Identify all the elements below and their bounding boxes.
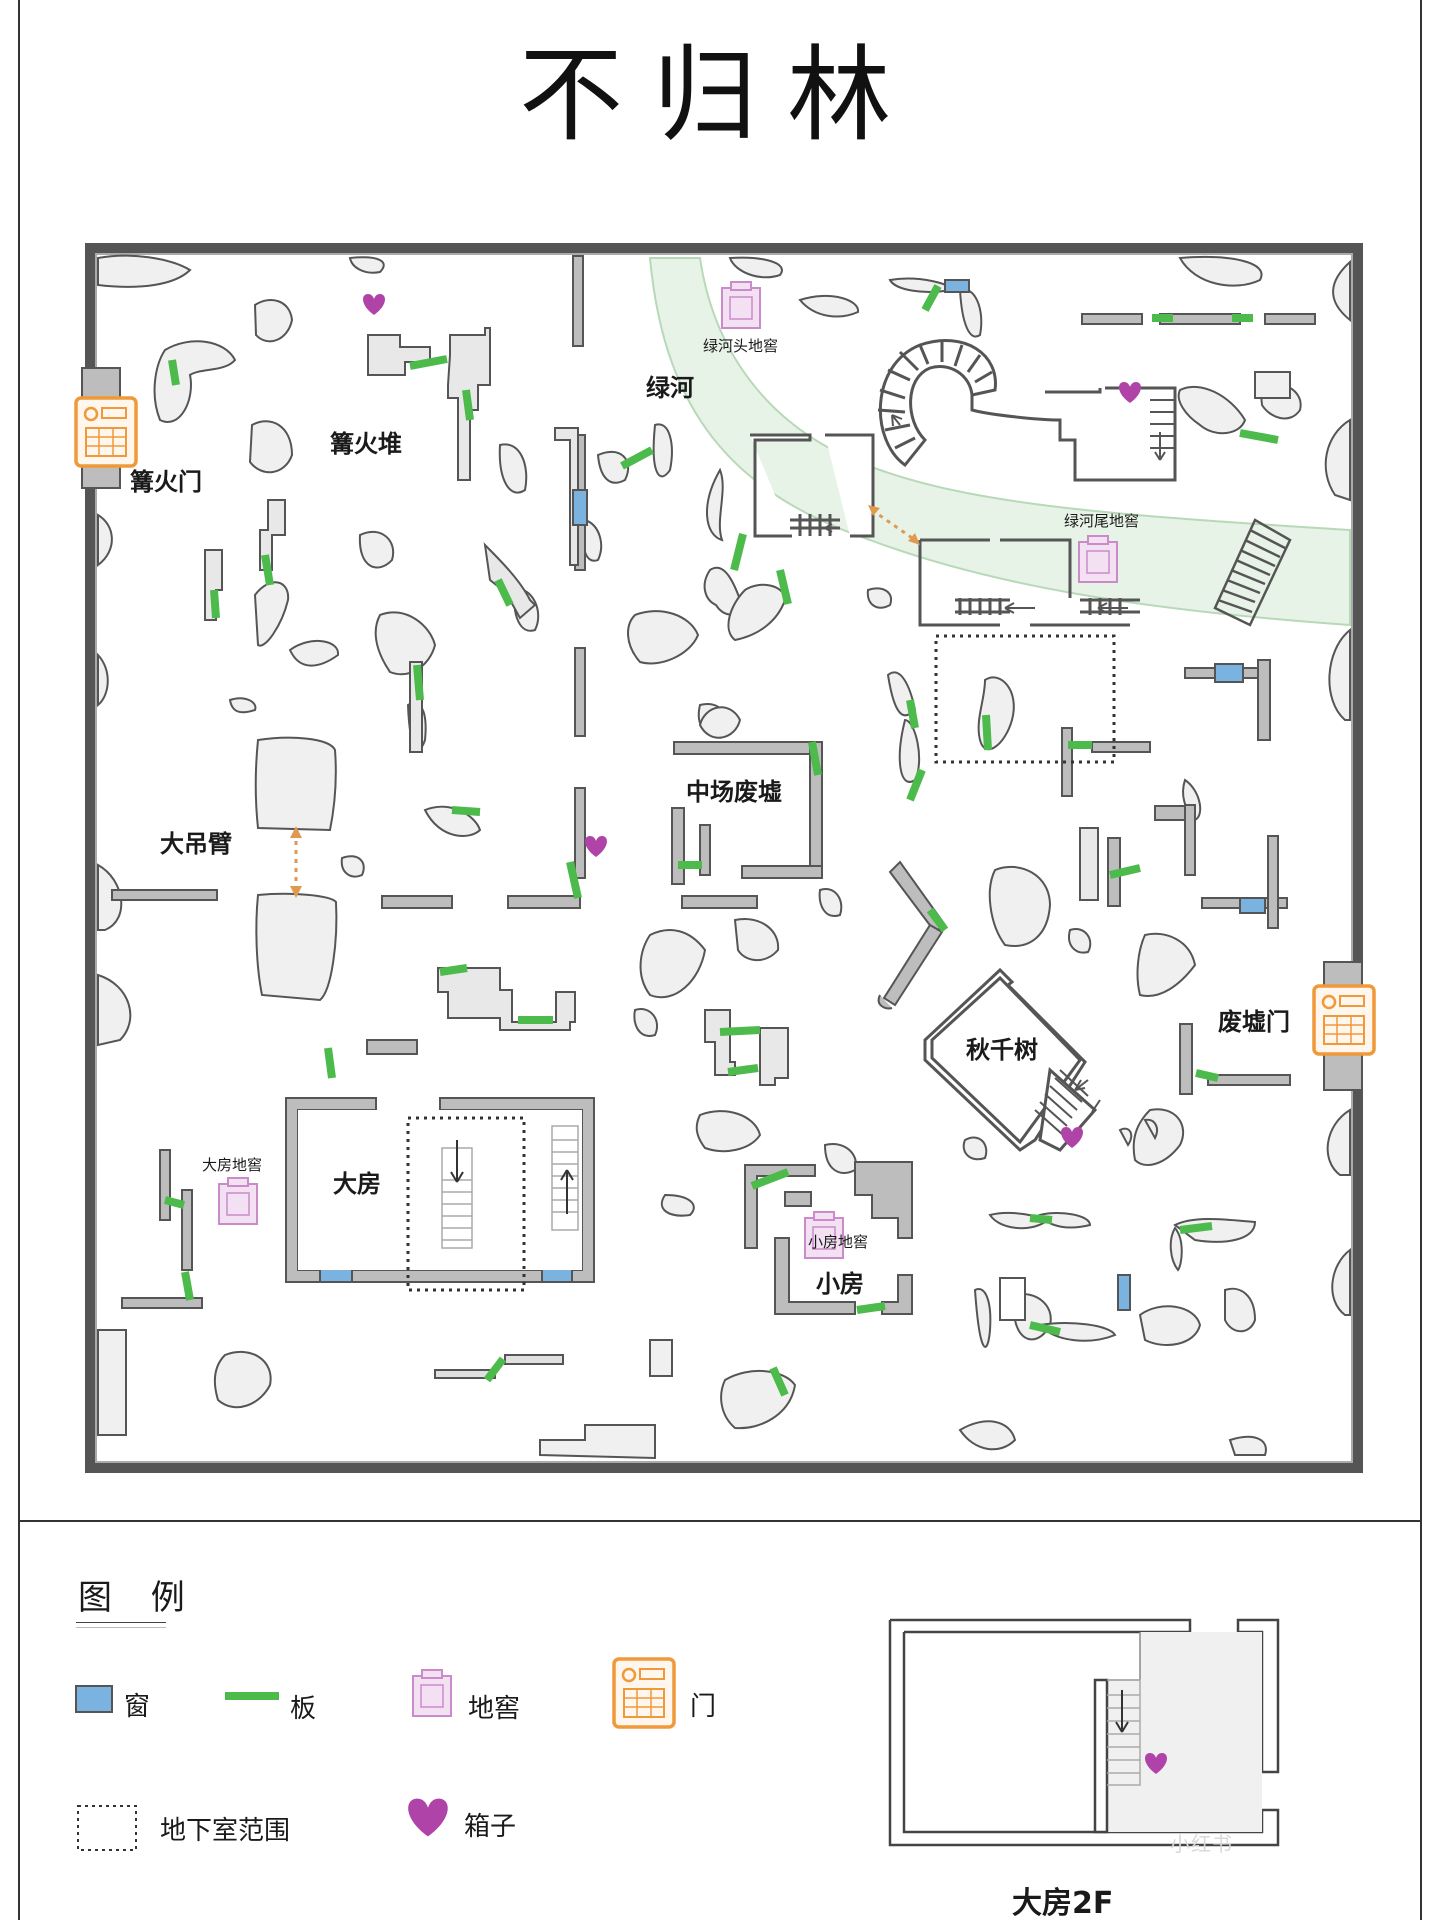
big-house-2f-caption: 大房2F [1012, 1886, 1114, 1921]
legend-basement-label: 地下室范围 [160, 1816, 291, 1846]
bonfire-gate-icon [74, 396, 138, 468]
river-tail-cellar-icon [1078, 535, 1118, 583]
river-stairs [1213, 518, 1292, 627]
big-house-2f-inset [888, 1618, 1280, 1847]
legend-divider [18, 1520, 1422, 1522]
river-connector [868, 505, 920, 545]
page-frame [18, 0, 1422, 1920]
label-river-tail-cellar: 绿河尾地窖 [1064, 512, 1139, 530]
map-canvas: 篝火门 篝火堆 绿河 绿河头地窖 绿河尾地窖 大吊臂 中场废墟 秋千树 废墟门 … [74, 243, 1376, 1473]
map-title: 不归林 [518, 34, 921, 156]
big-house-cellar-icon [218, 1177, 258, 1225]
board-markers [163, 284, 1279, 1397]
label-small-house-cellar: 小房地窖 [808, 1233, 868, 1251]
label-middle-ruins: 中场废墟 [686, 778, 782, 806]
river-head-cellar-icon [721, 281, 761, 329]
legend-cellar-label: 地窖 [468, 1694, 521, 1724]
river-head-building [750, 433, 875, 538]
label-swing-tree: 秋千树 [966, 1036, 1038, 1064]
legend-chest-label: 箱子 [464, 1812, 517, 1842]
legend-gate-label: 门 [690, 1692, 717, 1722]
label-bonfire-gate: 篝火门 [130, 468, 202, 496]
small-house [744, 1161, 913, 1315]
watermark: 小红书 [1170, 1832, 1233, 1856]
label-crane: 大吊臂 [160, 830, 232, 858]
legend-window-label: 窗 [124, 1692, 151, 1722]
edge-rocks [97, 254, 1351, 1460]
ruins-gate-icon [1312, 984, 1376, 1056]
label-big-house: 大房 [333, 1170, 381, 1198]
legend-board-swatch [225, 1692, 279, 1700]
legend-window-swatch [75, 1685, 113, 1713]
label-green-river: 绿河 [646, 374, 694, 402]
legend-chest-icon [408, 1798, 448, 1837]
label-ruins-gate: 废墟门 [1218, 1008, 1290, 1036]
label-big-house-cellar: 大房地窖 [202, 1156, 262, 1174]
label-small-house: 小房 [816, 1270, 864, 1298]
legend-board-label: 板 [290, 1694, 317, 1724]
legend-title-underline [76, 1622, 166, 1628]
spiral-staircase [877, 339, 1177, 482]
legend-basement-swatch [77, 1805, 137, 1851]
swing-tree-building [923, 967, 1101, 1152]
crane-connector [290, 826, 302, 898]
legend-title: 图 例 [78, 1578, 199, 1618]
window-markers [572, 279, 1266, 1311]
basement-range-river [934, 634, 1116, 764]
legend-gate-icon [612, 1657, 676, 1729]
big-house [285, 1097, 595, 1292]
label-bonfire: 篝火堆 [330, 430, 402, 458]
label-river-head-cellar: 绿河头地窖 [703, 337, 778, 355]
legend-symbols [75, 1618, 1280, 1851]
rock-obstacles [153, 277, 1302, 1430]
river-tail-building [918, 538, 1140, 627]
legend-cellar-icon [412, 1669, 452, 1717]
